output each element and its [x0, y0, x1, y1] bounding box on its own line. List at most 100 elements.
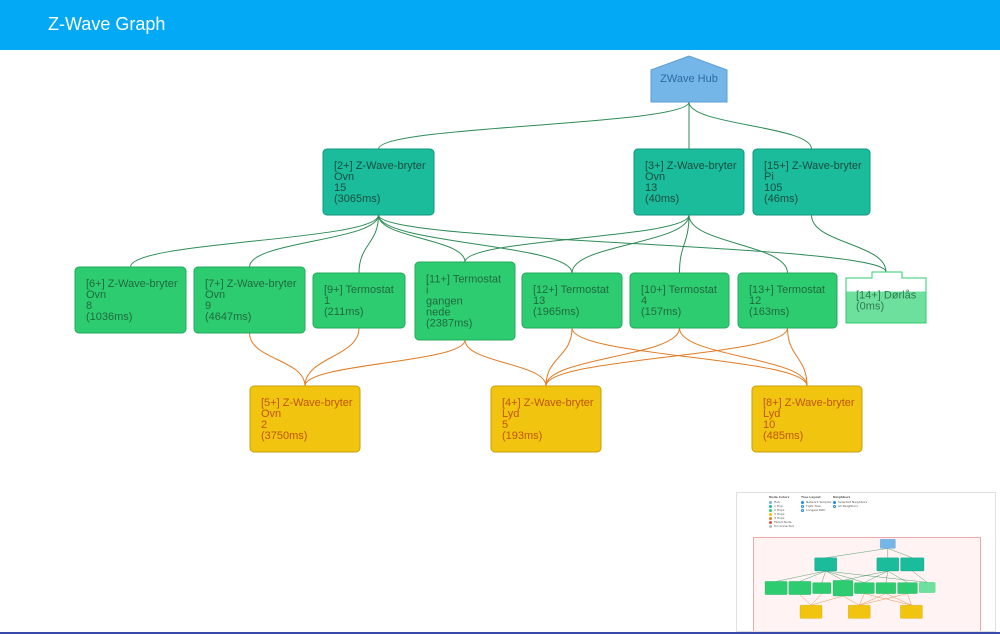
hub-shape	[650, 55, 728, 103]
legend-radio-option[interactable]: Tight Tree	[801, 504, 831, 508]
legend-color-label: Failed Node	[774, 520, 792, 524]
graph-edge	[130, 214, 379, 268]
legend-radio-option[interactable]: All Neighbors	[833, 504, 867, 508]
radio-label: All Neighbors	[838, 504, 858, 508]
node-box	[312, 272, 406, 329]
minimap-edge	[842, 595, 860, 606]
node-label-line: Ovn	[86, 289, 106, 301]
graph-edge	[378, 214, 466, 263]
graph-edge	[304, 339, 466, 387]
radio-label: Longest Path	[806, 508, 826, 512]
node-label-line: [15+] Z-Wave-bryter	[764, 160, 862, 172]
minimap-edge	[825, 570, 844, 581]
minimap-edge	[859, 593, 865, 606]
node-box	[74, 266, 187, 334]
node-label-line: Ovn	[205, 289, 225, 301]
node-label-line: 12	[749, 295, 761, 307]
minimap-edge	[821, 570, 826, 583]
node-label-line: Ovn	[261, 408, 281, 420]
node-label-line: Lyd	[763, 408, 780, 420]
node-label-line: (3750ms)	[261, 430, 307, 442]
edges-layer	[130, 101, 887, 387]
node-label-line: Lyd	[502, 408, 519, 420]
node-label-line: (2387ms)	[426, 318, 472, 330]
radio-icon[interactable]	[833, 500, 836, 504]
node-label-line: (485ms)	[763, 430, 803, 442]
graph-node-hub[interactable]: ZWave Hub	[650, 55, 728, 103]
node-label-line: gangen	[426, 296, 463, 308]
legend-node-color-item: Hub	[769, 500, 794, 504]
minimap-graph	[764, 539, 936, 619]
minimap-edge	[825, 570, 865, 583]
legend-color-label: Unconnected	[774, 524, 794, 528]
minimap-edge	[799, 570, 826, 582]
node-label-line: (0ms)	[856, 301, 884, 313]
graph-edge	[545, 327, 680, 387]
node-label-line: [4+] Z-Wave-bryter	[502, 397, 594, 409]
node-box	[737, 272, 838, 329]
legend-color-label: Hub	[774, 500, 781, 504]
node-box	[633, 148, 745, 216]
minimap-node-n11	[832, 580, 854, 597]
legend-radio-option[interactable]: Longest Path	[801, 508, 831, 512]
radio-icon[interactable]	[833, 504, 836, 508]
graph-edge	[464, 214, 690, 263]
node-label-line: (157ms)	[641, 306, 681, 318]
radio-icon[interactable]	[801, 508, 804, 512]
node-label-line: (3065ms)	[334, 193, 380, 205]
node-label-line: ZWave Hub	[660, 73, 718, 85]
legend-node-color-item: Failed Node	[769, 520, 794, 524]
page-title: Z-Wave Graph	[48, 14, 166, 34]
minimap-edge	[859, 593, 886, 606]
zwave-graph[interactable]: ZWave Hub [2+] Z-Wave-bryterOvn15(3065ms)…	[0, 50, 1000, 634]
graph-edge	[679, 214, 690, 274]
node-box	[521, 272, 623, 329]
minimap-viewport[interactable]	[753, 537, 981, 631]
legend-radio-option[interactable]: Network Simplex	[801, 500, 831, 504]
minimap-edge	[810, 593, 822, 606]
minimap-edge	[887, 548, 913, 558]
node-label-line: [9+] Termostat	[324, 284, 394, 296]
minimap-node-n3	[876, 557, 899, 572]
minimap-node-n15	[900, 557, 925, 572]
graph-edge	[249, 214, 379, 268]
graph-edge	[688, 214, 788, 274]
node-box	[249, 385, 361, 453]
graph-edge	[811, 214, 887, 273]
minimap-node-n8	[900, 605, 923, 619]
legend-radio-option[interactable]: Selected Neighbors	[833, 500, 867, 504]
minimap-node-n12	[854, 582, 875, 594]
radio-icon[interactable]	[801, 500, 804, 504]
node-label-line: 13	[645, 182, 657, 194]
graph-edge	[679, 327, 808, 387]
legend-node-color-item: 2 Hops	[769, 508, 794, 512]
node-label-line: 9	[205, 300, 211, 312]
minimap-node-n14	[919, 582, 936, 593]
node-label-line: (193ms)	[502, 430, 542, 442]
node-label-line: (1965ms)	[533, 306, 579, 318]
minimap-edge	[912, 570, 928, 583]
graph-edge	[249, 332, 306, 387]
node-label-line: [8+] Z-Wave-bryter	[763, 397, 855, 409]
radio-icon[interactable]	[801, 504, 804, 508]
node-label-line: Ovn	[334, 171, 354, 183]
legend-node-color-item: 4 Hops	[769, 516, 794, 520]
node-label-line: [5+] Z-Wave-bryter	[261, 397, 353, 409]
graph-node-n14[interactable]: [14+] Dørlås(0ms)	[845, 271, 927, 324]
